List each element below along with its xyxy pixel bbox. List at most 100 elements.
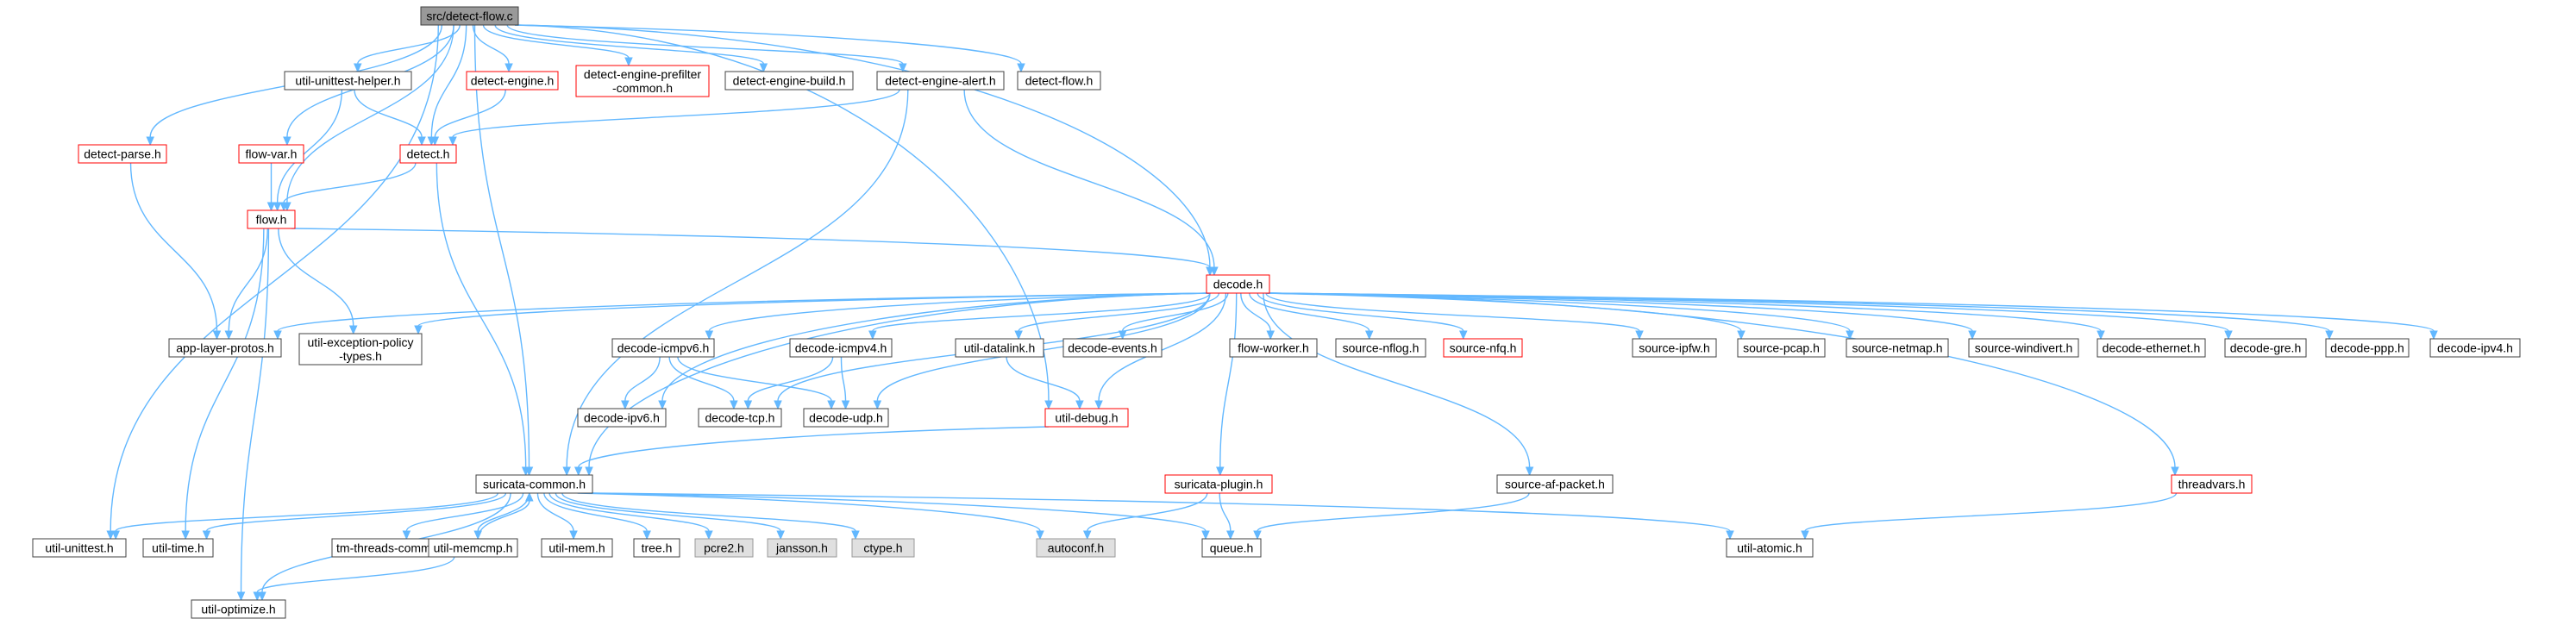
node-detect-flow-h[interactable]: detect-flow.h [1017, 71, 1101, 91]
node-source-netmap-h[interactable]: source-netmap.h [1846, 338, 1949, 358]
arrowhead-suricata-common-h-to-util-mem-h [569, 530, 578, 541]
node-flow-worker-h[interactable]: flow-worker.h [1229, 338, 1318, 358]
node-source-af-packet-h[interactable]: source-af-packet.h [1496, 474, 1614, 494]
node-box-source-nflog-h [1335, 338, 1426, 358]
node-tree-h[interactable]: tree.h [633, 538, 680, 558]
node-label: threadvars.h [2178, 478, 2246, 491]
node-box-decode-events-h [1062, 338, 1163, 358]
edge-suricata-common-h-to-pcre2-h [548, 492, 710, 532]
node-label: tm-threads-common.h [336, 541, 454, 555]
node-decode-events-h[interactable]: decode-events.h [1062, 338, 1163, 358]
node-label: util-exception-policy [308, 335, 414, 349]
node-util-mem-h[interactable]: util-mem.h [541, 538, 613, 558]
node-flow-var-h[interactable]: flow-var.h [238, 144, 304, 164]
node-ctype-h[interactable]: ctype.h [851, 538, 915, 558]
node-source-nfq-h[interactable]: source-nfq.h [1443, 338, 1523, 358]
node-box-detect-parse-h [78, 144, 167, 164]
node-jansson-h[interactable]: jansson.h [767, 538, 837, 558]
edge-decode-icmpv4-h-to-decode-udp-h [840, 356, 847, 402]
node-label: flow-var.h [246, 147, 298, 161]
node-util-exception-policy-types-h[interactable]: util-exception-policy-types.h [298, 333, 423, 366]
edge-util-unittest-helper-h-to-flow-h [276, 89, 343, 203]
node-flow-h[interactable]: flow.h [247, 209, 296, 229]
node-detect-flow-c[interactable]: src/detect-flow.c [420, 6, 519, 26]
node-util-time-h[interactable]: util-time.h [142, 538, 214, 558]
node-box-detect-flow-c [420, 6, 519, 26]
arrowhead-decode-h-to-source-pcap-h [1737, 330, 1746, 341]
arrowhead-decode-icmpv6-h-to-decode-udp-h [827, 400, 836, 410]
node-decode-gre-h[interactable]: decode-gre.h [2224, 338, 2307, 358]
node-detect-engine-alert-h[interactable]: detect-engine-alert.h [876, 71, 1005, 91]
node-util-memcmp-h[interactable]: util-memcmp.h [428, 538, 518, 558]
edge-decode-h-to-suricata-common-h [588, 292, 1211, 468]
node-label: src/detect-flow.c [426, 9, 512, 23]
edge-decode-h-to-decode-events-h [1121, 292, 1229, 332]
node-detect-h[interactable]: detect.h [399, 144, 457, 164]
node-layer: src/detect-flow.c util-unittest-helper.h d… [32, 6, 2521, 619]
edge-detect-engine-alert-h-to-suricata-common-h [566, 89, 909, 468]
arrowhead-decode-h-to-decode-icmpv6-h [705, 330, 714, 341]
node-suricata-plugin-h[interactable]: suricata-plugin.h [1164, 474, 1273, 494]
node-util-datalink-h[interactable]: util-datalink.h [955, 338, 1044, 358]
node-label: detect-engine.h [471, 74, 555, 88]
node-source-nflog-h[interactable]: source-nflog.h [1335, 338, 1426, 358]
node-box-source-pcap-h [1737, 338, 1826, 358]
node-util-atomic-h[interactable]: util-atomic.h [1726, 538, 1814, 558]
node-source-pcap-h[interactable]: source-pcap.h [1737, 338, 1826, 358]
node-util-unittest-h[interactable]: util-unittest.h [32, 538, 127, 558]
node-decode-udp-h[interactable]: decode-udp.h [803, 408, 889, 428]
node-autoconf-h[interactable]: autoconf.h [1036, 538, 1116, 558]
node-decode-ipv6-h[interactable]: decode-ipv6.h [577, 408, 667, 428]
node-decode-h[interactable]: decode.h [1206, 274, 1270, 294]
node-decode-tcp-h[interactable]: decode-tcp.h [698, 408, 782, 428]
node-decode-icmpv6-h[interactable]: decode-icmpv6.h [611, 338, 715, 358]
arrowhead-detect-flow-c-to-detect-engine-h [505, 63, 513, 73]
arrowhead-decode-h-to-threadvars-h [2171, 466, 2179, 477]
node-box-flow-h [247, 209, 296, 229]
node-suricata-common-h[interactable]: suricata-common.h [475, 474, 593, 494]
node-box-tree-h [633, 538, 680, 558]
node-queue-h[interactable]: queue.h [1201, 538, 1262, 558]
edge-decode-icmpv4-h-to-decode-tcp-h [747, 356, 834, 402]
edge-detect-flow-c-to-detect-engine-build-h [494, 24, 765, 65]
node-box-flow-var-h [238, 144, 304, 164]
node-label: autoconf.h [1048, 541, 1104, 555]
node-util-optimize-h[interactable]: util-optimize.h [191, 599, 286, 619]
node-box-decode-icmpv6-h [611, 338, 715, 358]
node-source-windivert-h[interactable]: source-windivert.h [1968, 338, 2079, 358]
node-source-ipfw-h[interactable]: source-ipfw.h [1632, 338, 1717, 358]
node-pcre2-h[interactable]: pcre2.h [694, 538, 754, 558]
arrowhead-decode-h-to-decode-gre-h [2224, 330, 2233, 341]
edge-source-af-packet-h-to-queue-h [1257, 492, 1530, 532]
node-box-app-layer-protos-h [168, 338, 282, 358]
edge-suricata-common-h-to-queue-h [588, 492, 1207, 532]
edge-flow-h-to-util-time-h [185, 228, 265, 532]
arrowhead-util-memcmp-h-to-suricata-common-h [525, 491, 534, 502]
node-decode-icmpv4-h[interactable]: decode-icmpv4.h [789, 338, 893, 358]
node-threadvars-h[interactable]: threadvars.h [2171, 474, 2253, 494]
arrowhead-detect-engine-alert-h-to-suricata-common-h [562, 466, 571, 477]
node-decode-ethernet-h[interactable]: decode-ethernet.h [2097, 338, 2206, 358]
node-box-pcre2-h [694, 538, 754, 558]
edge-detect-flow-c-to-detect-flow-h [514, 24, 1022, 65]
node-label: detect.h [407, 147, 450, 161]
node-detect-parse-h[interactable]: detect-parse.h [78, 144, 167, 164]
node-box-util-optimize-h [191, 599, 286, 619]
node-box-util-memcmp-h [428, 538, 518, 558]
edge-suricata-common-h-to-autoconf-h [577, 492, 1041, 532]
node-util-unittest-helper-h[interactable]: util-unittest-helper.h [284, 71, 412, 91]
edge-detect-h-to-suricata-common-h [436, 162, 527, 468]
node-label: util-memcmp.h [434, 541, 513, 555]
node-detect-engine-h[interactable]: detect-engine.h [466, 71, 559, 91]
node-decode-ipv4-h[interactable]: decode-ipv4.h [2429, 338, 2521, 358]
node-label: decode-ppp.h [2330, 341, 2404, 355]
node-app-layer-protos-h[interactable]: app-layer-protos.h [168, 338, 282, 358]
node-detect-engine-prefilter-common-h[interactable]: detect-engine-prefilter-common.h [575, 65, 710, 97]
node-detect-engine-build-h[interactable]: detect-engine-build.h [724, 71, 854, 91]
node-util-debug-h[interactable]: util-debug.h [1044, 408, 1129, 428]
edge-suricata-common-h-to-jansson-h [555, 492, 781, 532]
node-box-flow-worker-h [1229, 338, 1318, 358]
node-decode-ppp-h[interactable]: decode-ppp.h [2325, 338, 2410, 358]
arrowhead-suricata-common-h-to-util-unittest-h [111, 530, 120, 541]
node-tm-threads-common-h[interactable]: tm-threads-common.h [331, 538, 460, 558]
